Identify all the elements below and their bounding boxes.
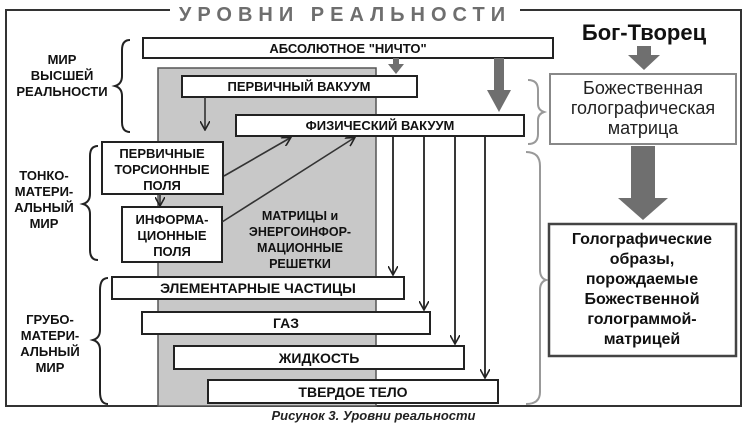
svg-text:ПЕРВИЧНЫЙ ВАКУУМ: ПЕРВИЧНЫЙ ВАКУУМ bbox=[227, 79, 370, 94]
svg-text:матрицей: матрицей bbox=[604, 331, 681, 348]
arrow-torsion-to-physical bbox=[223, 138, 290, 177]
info-fields-box: ИНФОРМА- ЦИОННЫЕ ПОЛЯ bbox=[121, 206, 223, 263]
svg-text:ЭНЕРГОИНФОР-: ЭНЕРГОИНФОР- bbox=[249, 225, 351, 239]
svg-text:матрица: матрица bbox=[608, 118, 680, 138]
svg-text:ГАЗ: ГАЗ bbox=[273, 315, 299, 331]
svg-text:ТОРСИОННЫЕ: ТОРСИОННЫЕ bbox=[114, 162, 209, 177]
svg-text:ФИЗИЧЕСКИЙ ВАКУУМ: ФИЗИЧЕСКИЙ ВАКУУМ bbox=[306, 118, 455, 133]
svg-text:МАЦИОННЫЕ: МАЦИОННЫЕ bbox=[257, 241, 343, 255]
coarse-world-brace bbox=[89, 277, 109, 405]
svg-text:образы,: образы, bbox=[610, 251, 675, 268]
svg-text:ВЫСШЕЙ: ВЫСШЕЙ bbox=[31, 68, 94, 83]
svg-text:МАТЕРИ-: МАТЕРИ- bbox=[15, 184, 74, 199]
svg-text:ЭЛЕМЕНТАРНЫЕ ЧАСТИЦЫ: ЭЛЕМЕНТАРНЫЕ ЧАСТИЦЫ bbox=[160, 280, 356, 296]
right-brace-matrix bbox=[527, 79, 548, 145]
holographic-images-box: Голографические образы, порождаемые Боже… bbox=[547, 222, 738, 358]
higher-world-label: МИР ВЫСШЕЙ РЕАЛЬНОСТИ bbox=[16, 52, 107, 99]
svg-text:ЦИОННЫЕ: ЦИОННЫЕ bbox=[137, 228, 206, 243]
arrow-god-to-matrix bbox=[628, 46, 660, 70]
divine-matrix-box: Божественная голографическая матрица bbox=[549, 73, 737, 145]
thick-arrow-to-physical-vacuum bbox=[487, 58, 511, 112]
svg-text:ПОЛЯ: ПОЛЯ bbox=[143, 178, 181, 193]
svg-text:Божественная: Божественная bbox=[583, 78, 703, 98]
svg-text:голограммой-: голограммой- bbox=[587, 311, 696, 328]
torsion-fields-box: ПЕРВИЧНЫЕ ТОРСИОННЫЕ ПОЛЯ bbox=[101, 141, 224, 195]
svg-text:ТВЕРДОЕ ТЕЛО: ТВЕРДОЕ ТЕЛО bbox=[298, 384, 407, 400]
level-elementary-particles: ЭЛЕМЕНТАРНЫЕ ЧАСТИЦЫ bbox=[111, 276, 405, 300]
figure-caption: Рисунок 3. Уровни реальности bbox=[271, 408, 476, 423]
god-creator-title: Бог-Творец bbox=[582, 20, 707, 45]
arrow-matrix-to-images bbox=[618, 146, 668, 220]
svg-text:АЛЬНЫЙ: АЛЬНЫЙ bbox=[14, 200, 73, 215]
level-liquid: ЖИДКОСТЬ bbox=[173, 345, 465, 370]
svg-text:ГРУБО-: ГРУБО- bbox=[26, 312, 74, 327]
svg-text:ИНФОРМА-: ИНФОРМА- bbox=[136, 212, 209, 227]
subtle-world-brace bbox=[79, 145, 99, 261]
svg-text:АБСОЛЮТНОЕ "НИЧТО": АБСОЛЮТНОЕ "НИЧТО" bbox=[269, 41, 426, 56]
svg-text:МАТЕРИ-: МАТЕРИ- bbox=[21, 328, 80, 343]
title-background bbox=[170, 2, 520, 26]
level-solid: ТВЕРДОЕ ТЕЛО bbox=[207, 379, 499, 404]
svg-text:ПЕРВИЧНЫЕ: ПЕРВИЧНЫЕ bbox=[119, 146, 205, 161]
svg-text:Божественной: Божественной bbox=[584, 291, 699, 308]
svg-text:Голографические: Голографические bbox=[572, 231, 712, 248]
level-absolute-nothing: АБСОЛЮТНОЕ "НИЧТО" bbox=[142, 37, 554, 59]
level-gas: ГАЗ bbox=[141, 311, 431, 335]
svg-text:МИР: МИР bbox=[48, 52, 77, 67]
svg-text:ЖИДКОСТЬ: ЖИДКОСТЬ bbox=[278, 350, 360, 366]
svg-text:МИР: МИР bbox=[30, 216, 59, 231]
svg-text:порождаемые: порождаемые bbox=[586, 271, 698, 288]
svg-text:РЕАЛЬНОСТИ: РЕАЛЬНОСТИ bbox=[16, 84, 107, 99]
svg-text:ТОНКО-: ТОНКО- bbox=[19, 168, 69, 183]
svg-text:РЕШЕТКИ: РЕШЕТКИ bbox=[269, 257, 331, 271]
svg-text:голографическая: голографическая bbox=[571, 98, 715, 118]
svg-text:ПОЛЯ: ПОЛЯ bbox=[153, 244, 191, 259]
arrow-info-to-physical bbox=[221, 138, 354, 223]
right-brace-images bbox=[525, 151, 550, 405]
level-primary-vacuum: ПЕРВИЧНЫЙ ВАКУУМ bbox=[181, 75, 418, 98]
level-physical-vacuum: ФИЗИЧЕСКИЙ ВАКУУМ bbox=[235, 114, 525, 137]
diagram-title: УРОВНИ РЕАЛЬНОСТИ bbox=[179, 4, 511, 26]
subtle-world-label: ТОНКО- МАТЕРИ- АЛЬНЫЙ МИР bbox=[14, 168, 73, 231]
coarse-world-label: ГРУБО- МАТЕРИ- АЛЬНЫЙ МИР bbox=[20, 312, 79, 375]
matrices-label: МАТРИЦЫ и ЭНЕРГОИНФОР- МАЦИОННЫЕ РЕШЕТКИ bbox=[249, 209, 351, 271]
svg-text:МИР: МИР bbox=[36, 360, 65, 375]
higher-world-brace bbox=[111, 39, 131, 133]
svg-text:АЛЬНЫЙ: АЛЬНЫЙ bbox=[20, 344, 79, 359]
svg-text:МАТРИЦЫ и: МАТРИЦЫ и bbox=[262, 209, 338, 223]
thick-arrow-to-primary-vacuum bbox=[388, 58, 404, 74]
